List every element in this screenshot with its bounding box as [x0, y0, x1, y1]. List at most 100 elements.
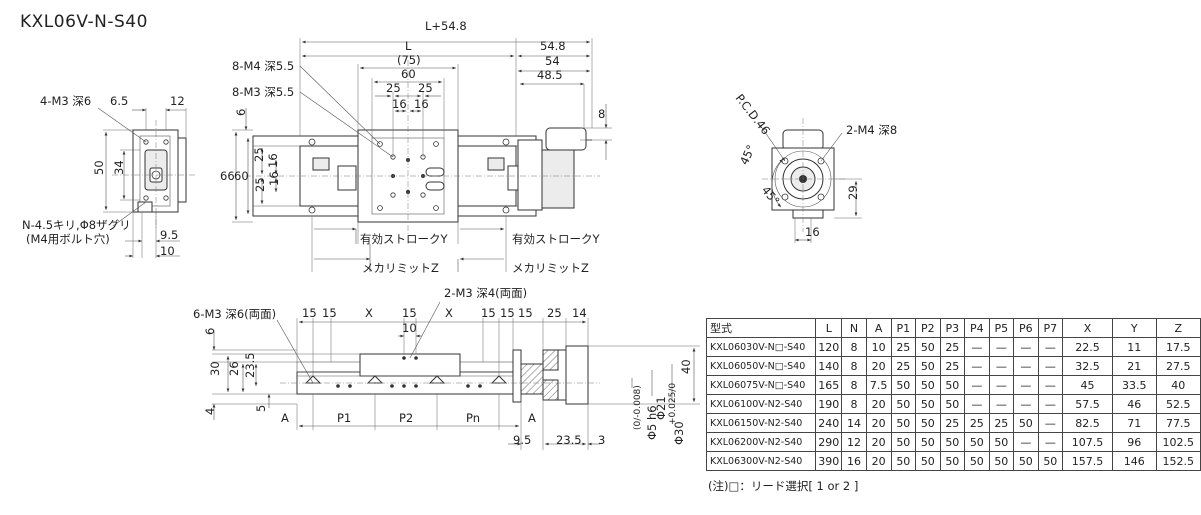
dim-5: 5 — [254, 405, 268, 412]
cell-l: 165 — [815, 375, 843, 395]
dim-l: L — [405, 39, 412, 53]
cell-model: KXL06200V-N2-S40 — [705, 432, 817, 452]
label-2-m4: 2-M4 深8 — [846, 123, 897, 137]
cell-z: 27.5 — [1155, 356, 1201, 376]
dim-l-plus-54-8: L+54.8 — [425, 19, 467, 33]
dim-50: 50 — [92, 160, 106, 175]
cell-p1: 50 — [890, 375, 917, 395]
cell-model: KXL06050V-N□-S40 — [705, 356, 817, 376]
cell-a: 20 — [865, 451, 892, 471]
header-p5: P5 — [988, 318, 1015, 338]
cell-p1: 50 — [890, 413, 917, 433]
dim-phi30-tolerance: +0.025/0 — [668, 383, 678, 425]
cell-z: 77.5 — [1155, 413, 1201, 433]
label-effective-stroke-right: 有効ストロークY — [512, 232, 600, 246]
cell-p6: — — [1013, 432, 1039, 452]
cell-p3: 50 — [939, 432, 966, 452]
dim-25-left: 25 — [386, 81, 401, 95]
label-2-m3: 2-M3 深4(両面) — [444, 286, 527, 300]
cell-model: KXL06100V-N2-S40 — [705, 394, 817, 414]
cell-p5: — — [988, 356, 1015, 376]
cell-p6: 50 — [1013, 413, 1039, 433]
cell-x: 157.5 — [1062, 451, 1113, 471]
cell-p4: — — [964, 375, 990, 395]
header-p2: P2 — [915, 318, 941, 338]
dim-25: 25 — [547, 306, 562, 320]
dim-14: 14 — [572, 306, 587, 320]
cell-z: 17.5 — [1155, 337, 1201, 357]
cell-a: 7.5 — [865, 375, 892, 395]
cell-p3: 25 — [939, 356, 966, 376]
cell-a: 20 — [865, 432, 892, 452]
front-view — [212, 301, 700, 450]
dim-phi30: Φ30 — [672, 421, 686, 445]
dim-45-upper: 45° — [737, 143, 758, 167]
cell-y: 21 — [1111, 356, 1157, 376]
dim-phi21: Φ21 — [654, 396, 668, 420]
dim-6: 6 — [203, 328, 217, 335]
cell-y: 46 — [1111, 394, 1157, 414]
header-p4: P4 — [964, 318, 990, 338]
cell-p2: 50 — [915, 413, 941, 433]
dim-6-5: 6.5 — [110, 94, 128, 108]
cell-p1: 50 — [890, 394, 917, 414]
dim-10: 10 — [402, 321, 417, 335]
cell-p4: — — [964, 337, 990, 357]
cell-x: 82.5 — [1062, 413, 1113, 433]
dim-10: 10 — [160, 244, 175, 258]
dim-x-right: X — [445, 306, 453, 320]
cell-n: 8 — [841, 356, 867, 376]
dim-12: 12 — [170, 94, 185, 108]
dim-a-left: A — [281, 411, 289, 425]
cell-y: 146 — [1111, 451, 1157, 471]
dim-pn: Pn — [466, 411, 480, 425]
cell-a: 20 — [865, 356, 892, 376]
dim-15-d: 15 — [481, 306, 496, 320]
cell-model: KXL06030V-N□-S40 — [705, 337, 817, 357]
dim-16-left: 16 — [392, 97, 407, 111]
cell-p4: 50 — [964, 432, 990, 452]
dim-16: 16 — [805, 225, 820, 239]
cell-p3: 50 — [939, 375, 966, 395]
cell-x: 32.5 — [1062, 356, 1113, 376]
model-title: KXL06V-N-S40 — [20, 12, 148, 32]
dim-15-e: 15 — [500, 306, 515, 320]
dim-9-5: 9.5 — [160, 228, 178, 242]
header-z: Z — [1155, 318, 1201, 338]
label-pcd-46: P.C.D.46 — [733, 91, 773, 137]
dim-23-5: 23.5 — [243, 352, 257, 378]
cell-p4: 25 — [964, 413, 990, 433]
dim-25-lower: 25 — [253, 177, 267, 192]
cell-p3: 25 — [939, 337, 966, 357]
cell-z: 102.5 — [1155, 432, 1201, 452]
label-6-m3: 6-M3 深6(両面) — [193, 307, 276, 321]
dim-15-a: 15 — [302, 306, 317, 320]
cell-l: 390 — [815, 451, 843, 471]
dim-54: 54 — [545, 54, 560, 68]
cell-z: 152.5 — [1155, 451, 1201, 471]
dim-25-right: 25 — [418, 81, 433, 95]
cell-a: 20 — [865, 394, 892, 414]
dim-p1: P1 — [337, 411, 351, 425]
cell-n: 8 — [841, 394, 867, 414]
cell-p2: 50 — [915, 432, 941, 452]
table-row: KXL06030V-N□-S40 120 8 10 25 50 25 — — —… — [705, 337, 1201, 357]
dim-8: 8 — [598, 107, 605, 121]
cell-p7: 50 — [1037, 451, 1064, 471]
cell-model: KXL06150V-N2-S40 — [705, 413, 817, 433]
dim-p2: P2 — [399, 411, 413, 425]
cell-p7: — — [1037, 413, 1064, 433]
cell-a: 20 — [865, 413, 892, 433]
dim-9-5: 9.5 — [513, 433, 531, 447]
header-p7: P7 — [1037, 318, 1064, 338]
cell-l: 120 — [815, 337, 843, 357]
cell-y: 11 — [1111, 337, 1157, 357]
cell-l: 290 — [815, 432, 843, 452]
cell-p1: 50 — [890, 451, 917, 471]
label-m4-bolt-hole: (M4用ボルト穴) — [26, 232, 110, 246]
cell-p6: — — [1013, 394, 1039, 414]
top-view — [232, 38, 612, 272]
dim-16-right: 16 — [414, 97, 429, 111]
dim-4: 4 — [203, 408, 217, 415]
